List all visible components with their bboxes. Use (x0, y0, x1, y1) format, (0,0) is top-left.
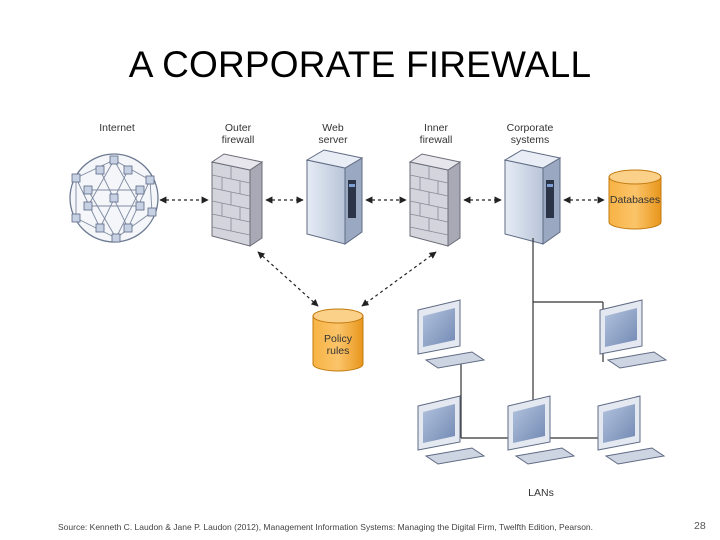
label-policy-rules-2: rules (327, 345, 350, 357)
label-inner-firewall-1: Inner (424, 122, 448, 134)
label-outer-firewall-1: Outer (225, 122, 252, 134)
inner-firewall-icon (408, 153, 462, 247)
databases-cylinder-icon (608, 169, 662, 230)
label-inner-firewall-2: firewall (420, 134, 453, 146)
lan-computer-4-icon (507, 395, 576, 465)
source-citation: Source: Kenneth C. Laudon & Jane P. Laud… (58, 522, 594, 532)
label-policy-rules-1: Policy (324, 333, 353, 345)
label-internet: Internet (99, 122, 135, 134)
lan-computer-1-icon (417, 299, 486, 369)
page-number: 28 (694, 520, 706, 532)
arrow-inner-firewall-policy (361, 251, 437, 307)
label-databases: Databases (610, 194, 660, 206)
lan-computer-2-icon (599, 299, 668, 369)
label-outer-firewall-2: firewall (222, 134, 255, 146)
lan-computer-3-icon (417, 395, 486, 465)
internet-globe-icon (69, 153, 159, 243)
label-web-server-1: Web (322, 122, 344, 134)
corporate-server-icon (503, 149, 562, 245)
slide-title: A CORPORATE FIREWALL (128, 44, 592, 85)
policy-rules-cylinder-icon (312, 308, 364, 372)
lan-computer-5-icon (597, 395, 666, 465)
label-web-server-2: server (318, 134, 348, 146)
label-lans: LANs (528, 487, 554, 499)
label-corporate-systems-2: systems (511, 134, 550, 146)
arrow-outer-firewall-policy (257, 251, 319, 307)
outer-firewall-icon (210, 153, 264, 247)
label-corporate-systems-1: Corporate (507, 122, 554, 134)
web-server-icon (305, 149, 364, 245)
